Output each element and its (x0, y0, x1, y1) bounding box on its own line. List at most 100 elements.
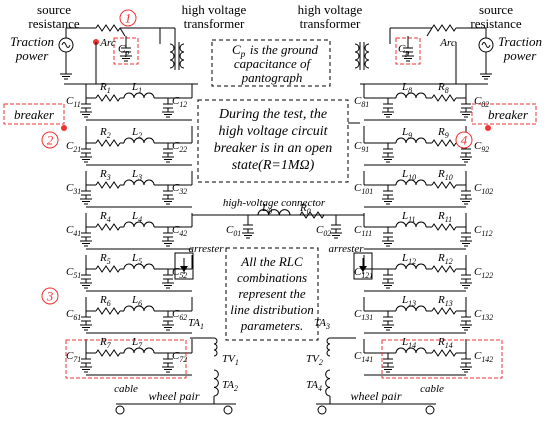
traction-power-right: power (503, 48, 537, 63)
marker-label: 3 (46, 289, 54, 304)
resistor-label: R2 (99, 126, 111, 140)
cp-note-line: is the ground (250, 42, 319, 57)
c1-label: C141 (354, 350, 373, 364)
marker-2: 2 (41, 131, 59, 149)
resistor (95, 139, 121, 147)
c2-label: C52 (172, 266, 187, 280)
resistor (95, 265, 121, 273)
c2-label: C12 (172, 95, 187, 109)
hv-transformer-right: transformer (300, 16, 361, 31)
rlc-note-line: represent the (238, 286, 305, 301)
resistor (431, 94, 457, 102)
traction-power-left: Traction (10, 34, 54, 49)
traction-power-right: Traction (498, 34, 542, 49)
source-resistance-right: resistance (470, 16, 521, 31)
resistor (431, 139, 457, 147)
inductor-label: L12 (401, 252, 416, 266)
cable-box-left (65, 339, 187, 379)
inductor-label: L9 (401, 126, 412, 140)
marker-label: 1 (125, 11, 132, 26)
resistor (431, 265, 457, 273)
resistor-label: R14 (437, 336, 453, 350)
resistor-label: R10 (437, 168, 453, 182)
wires (3, 24, 537, 415)
test-note-line: high voltage circuit (218, 124, 328, 139)
resistor (95, 307, 121, 315)
marker-circle (455, 131, 473, 149)
c2-label: C112 (474, 224, 493, 238)
c1-label: C131 (354, 308, 373, 322)
connector-c2-label: C02 (316, 224, 331, 238)
cable-box-right (381, 339, 503, 379)
c1-label: C111 (354, 224, 372, 238)
arc-wire (119, 27, 126, 37)
resistor-label: R9 (437, 126, 449, 140)
coil (325, 369, 331, 397)
source-resistance-left: source (37, 2, 71, 17)
inductor (123, 263, 155, 270)
rlc-note-line: All the RLC (240, 254, 303, 269)
resistor (95, 94, 121, 102)
arrester-right-box (353, 252, 373, 280)
inductor (395, 305, 427, 312)
coil (169, 43, 175, 69)
resistor (431, 307, 457, 315)
c1-label: C61 (66, 308, 81, 322)
test-note-line: breaker is in an open (214, 141, 332, 156)
resistor (95, 349, 121, 357)
inductor-label: L5 (131, 252, 142, 266)
resistor-label: R12 (437, 252, 453, 266)
inductor-label: L7 (131, 336, 143, 350)
arc-left-label: Arc (99, 37, 116, 49)
inductor (123, 179, 155, 186)
coil (326, 337, 331, 357)
node-dot (61, 125, 67, 131)
breaker-box-right (471, 103, 537, 125)
inductor-label: L3 (131, 168, 142, 182)
inductor (257, 209, 291, 216)
node-dot (485, 125, 491, 131)
arrester-right-icon (359, 266, 367, 272)
marker-circle (119, 9, 137, 27)
inductor (123, 92, 155, 99)
wheel-icon (425, 405, 435, 415)
ta1-label: TA1 (188, 317, 204, 331)
source-resistance-left: resistance (28, 16, 79, 31)
coil (364, 43, 370, 69)
test-note-box (197, 99, 349, 183)
hv-transformer-right: high voltage (298, 2, 363, 17)
ta2-label: TA2 (222, 379, 238, 393)
cp-note-box (211, 39, 331, 87)
inductor-label: L1 (131, 81, 142, 95)
c1-label: C121 (354, 266, 373, 280)
ac-wave (481, 42, 491, 48)
c2-label: C102 (474, 182, 493, 196)
wheel-icon (317, 405, 327, 415)
inductor (123, 221, 155, 228)
test-note-line: state(R=1MΩ) (232, 158, 315, 173)
cp-right-label: Cp (398, 43, 409, 57)
cp-note-line: capacitance of (234, 56, 313, 71)
resistor-label: R5 (99, 252, 111, 266)
c1-label: C11 (66, 95, 81, 109)
resistor-label: R11 (437, 210, 452, 224)
inductor-label: L8 (401, 81, 412, 95)
c2-label: C132 (474, 308, 493, 322)
breaker-left-label: breaker (14, 107, 55, 122)
inductor-label: L10 (401, 168, 416, 182)
inductor (395, 92, 427, 99)
resistor-label: R8 (437, 81, 449, 95)
wheel-pair-left-label: wheel pair (149, 389, 200, 403)
marker-label: 4 (461, 133, 468, 148)
resistor (95, 24, 121, 32)
rlc-note-box (225, 247, 319, 341)
resistor-label: R13 (437, 294, 453, 308)
inductor-label: L14 (401, 336, 416, 350)
coil (354, 43, 360, 69)
resistor (299, 211, 325, 219)
arrester-right-label: arrester (328, 243, 364, 255)
traction-power-left: power (15, 48, 49, 63)
cp-left-label: Cp (118, 43, 129, 57)
c1-label: C41 (66, 224, 81, 238)
